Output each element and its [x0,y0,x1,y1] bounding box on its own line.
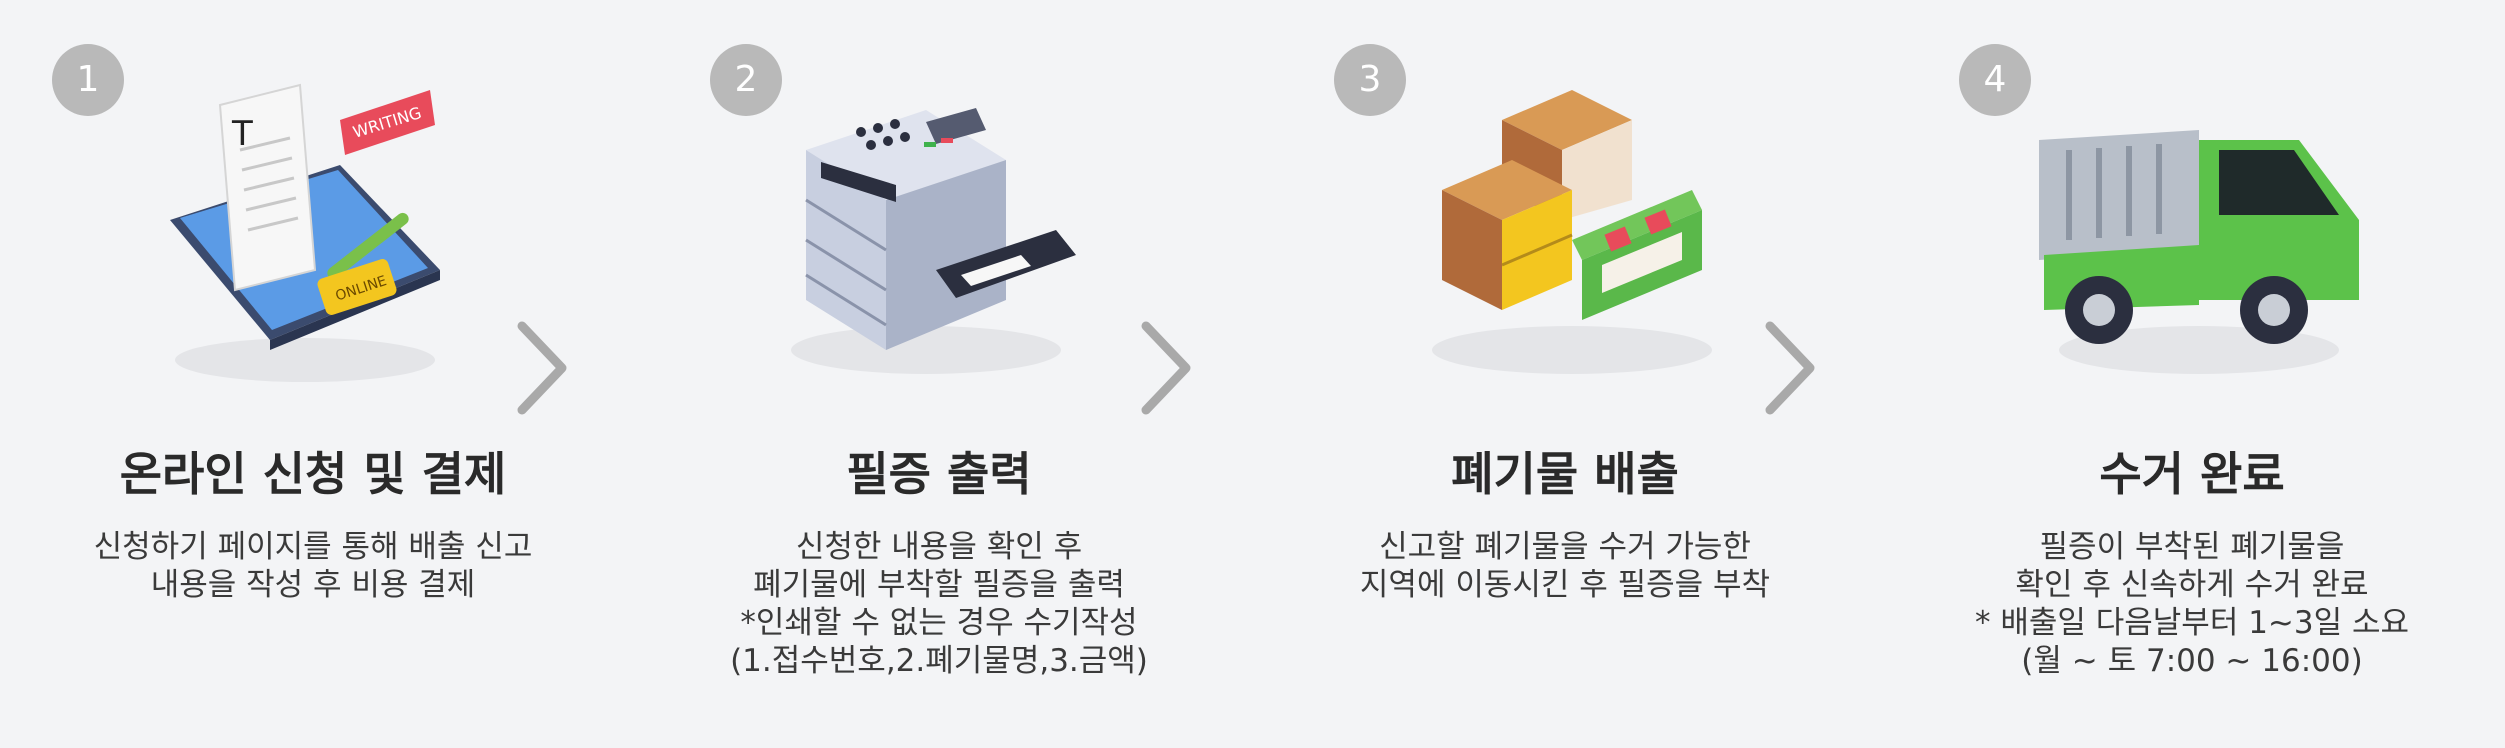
description-line: 폐기물에 부착할 필증을 출력 [753,567,1125,603]
step-description: 필증이 부착된 폐기물을 확인 후 신속하게 수거 완료 * 배출일 다음날부터… [1879,528,2505,680]
step-title: 폐기물 배출 [1451,447,1679,501]
description-line: 내용을 작성 후 비용 결제 [150,567,476,603]
description-line: (월 ~ 토 7:00 ~ 16:00) [2021,643,2363,679]
step-title: 수거 완료 [2099,447,2285,501]
description-line: 필증이 부착된 폐기물을 [2039,529,2345,565]
online-application-icon: T WRITING ONLINE [170,83,440,382]
step-number-badge: 4 [1959,44,2031,116]
step-title: 온라인 신청 및 결제 [119,447,507,501]
description-line: (1.접수번호,2.폐기물명,3.금액) [730,643,1148,679]
description-line: 신고할 폐기물을 수거 가능한 [1379,529,1751,565]
doc-letter: T [231,114,253,154]
step-2: 2 필증 출력 신청한 내용을 확인 후 폐기물에 부착할 필증을 출력 *인쇄… [626,0,1252,748]
step-3: 3 폐기물 배출 신고할 폐기물을 수거 가능한 지역에 이동시킨 후 필증을 … [1252,0,1878,748]
description-line: *인쇄할 수 없는 경우 수기작성 [740,605,1138,641]
step-title: 필증 출력 [846,447,1032,501]
chevron-right-icon [1141,321,1191,415]
printer-icon [791,108,1076,374]
step-4: 4 수거 완료 필증이 부착된 폐기물을 확인 후 신속하게 수거 완료 * 배… [1879,0,2505,748]
truck-icon [2039,130,2359,374]
step-description: 신고할 폐기물을 수거 가능한 지역에 이동시킨 후 필증을 부착 [1252,528,1878,604]
step-number-badge: 2 [710,44,782,116]
chevron-right-icon [517,321,567,415]
description-line: 확인 후 신속하게 수거 완료 [2015,567,2369,603]
chevron-right-icon [1765,321,1815,415]
step-number-badge: 1 [52,44,124,116]
description-line: 신청한 내용을 확인 후 [795,529,1083,565]
description-line: 지역에 이동시킨 후 필증을 부착 [1359,567,1771,603]
furniture-icon [1432,90,1712,374]
step-1: 1 T WRITING ONLINE 온라인 신청 및 결제 신청하기 페이지를… [0,0,626,748]
description-line: * 배출일 다음날부터 1~3일 소요 [1974,605,2410,641]
description-line: 신청하기 페이지를 통해 배출 신고 [93,529,533,565]
step-number-badge: 3 [1334,44,1406,116]
step-description: 신청한 내용을 확인 후 폐기물에 부착할 필증을 출력 *인쇄할 수 없는 경… [626,528,1252,680]
step-description: 신청하기 페이지를 통해 배출 신고 내용을 작성 후 비용 결제 [0,528,626,604]
